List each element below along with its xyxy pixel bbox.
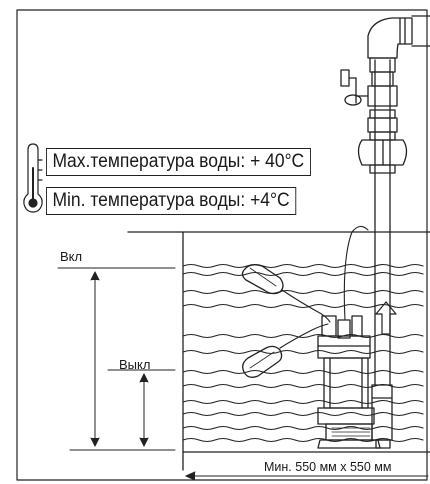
frame (16, 9, 428, 481)
water-waves (182, 263, 424, 443)
tank-size-dimension (185, 471, 429, 481)
level-dimensions (57, 267, 176, 451)
discharge-pipe (367, 15, 430, 386)
gate-valve (340, 69, 398, 107)
flow-up-arrow-icon (375, 301, 397, 335)
check-valve (357, 109, 408, 174)
tank-size-label: Мин. 550 мм x 550 мм (264, 460, 392, 474)
submersible-pump (317, 315, 393, 449)
float-switch-lower (242, 323, 329, 378)
float-switch-upper (241, 264, 331, 323)
level-on-label: Вкл (60, 249, 83, 264)
thermometer-icon (23, 143, 43, 213)
max-temperature-label: Max.температура воды: + 40°C (46, 148, 311, 176)
power-cable (343, 225, 369, 321)
min-temperature-label: Min. температура воды: +4°C (46, 187, 297, 215)
level-off-label: Выкл (119, 357, 151, 372)
